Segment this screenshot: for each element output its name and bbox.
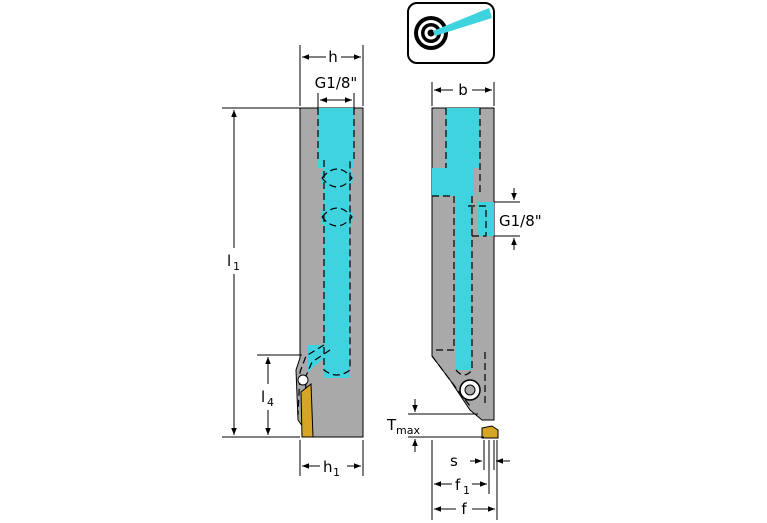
- right-insert: [481, 425, 499, 439]
- dim-b-label: b: [458, 81, 468, 99]
- coolant-target-icon: [407, 2, 495, 64]
- svg-text:l: l: [227, 252, 231, 270]
- dim-g-right-label: G1/8": [499, 212, 542, 230]
- left-view: h G1/8" l 1 l 4 h 1: [222, 45, 364, 479]
- svg-text:1: 1: [463, 484, 470, 497]
- right-view: b G1/8" T max s f 1: [386, 81, 542, 520]
- svg-text:4: 4: [267, 396, 274, 409]
- dim-f-label: f: [461, 500, 467, 518]
- dim-s-label: s: [450, 452, 458, 470]
- dim-l4-label: l 4: [261, 388, 274, 409]
- svg-text:h: h: [323, 458, 333, 476]
- dim-h-label: h: [328, 48, 338, 66]
- dim-h1-label: h 1: [323, 458, 340, 479]
- svg-text:T: T: [386, 416, 397, 434]
- dim-tmax-label: T max: [386, 416, 420, 437]
- dim-f1-label: f 1: [455, 476, 470, 497]
- svg-text:f: f: [455, 476, 461, 494]
- left-insert: [300, 382, 314, 438]
- svg-text:max: max: [396, 424, 420, 437]
- svg-text:1: 1: [233, 260, 240, 273]
- svg-text:l: l: [261, 388, 265, 406]
- dim-g-left-label: G1/8": [315, 74, 358, 92]
- svg-text:1: 1: [333, 466, 340, 479]
- dim-l1-label: l 1: [227, 252, 240, 273]
